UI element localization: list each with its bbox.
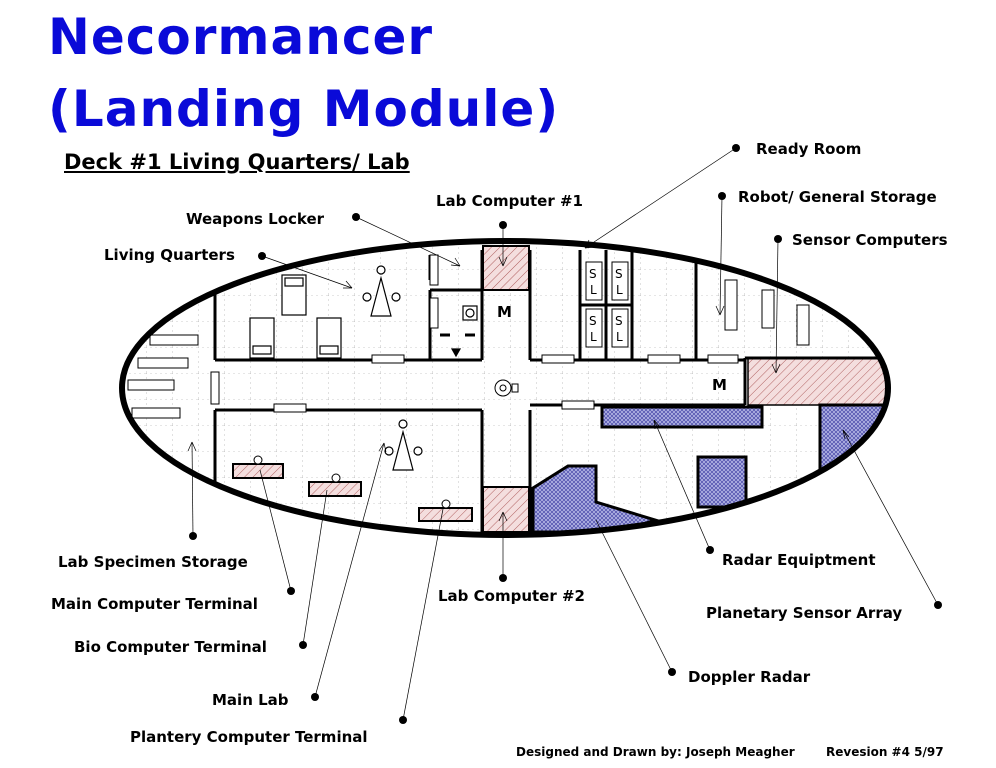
title-line-2: (Landing Module) xyxy=(48,80,560,138)
deck-interior xyxy=(127,245,888,534)
label-radar-equipment: Radar Equiptment xyxy=(722,551,876,569)
label-bio-computer-terminal: Bio Computer Terminal xyxy=(74,638,267,656)
arrow-heads xyxy=(187,239,850,522)
title-line-1: Necormancer xyxy=(48,8,434,66)
terminals xyxy=(232,463,473,522)
sl-s: S xyxy=(615,314,623,328)
ready-room-hatch xyxy=(747,357,888,406)
label-weapons-locker: Weapons Locker xyxy=(186,210,325,228)
label-main-lab: Main Lab xyxy=(212,691,289,709)
radar-cabinet xyxy=(696,455,748,509)
sl-s: S xyxy=(615,267,623,281)
lab-computer-2-block xyxy=(482,486,530,533)
label-lab-computer-2: Lab Computer #2 xyxy=(438,587,585,605)
footer-credit: Designed and Drawn by: Joseph Meagher xyxy=(516,745,795,759)
tables xyxy=(362,265,423,471)
label-ready-room: Ready Room xyxy=(756,140,861,158)
mark-m1: M xyxy=(497,303,512,321)
robot-storage-racks xyxy=(724,279,810,346)
specimen-storage-shelves xyxy=(127,334,199,419)
label-lab-specimen-storage: Lab Specimen Storage xyxy=(58,553,248,571)
sl-l: L xyxy=(590,330,597,344)
label-plantery-computer-terminal: Plantery Computer Terminal xyxy=(130,728,368,746)
label-lab-computer-1: Lab Computer #1 xyxy=(436,192,583,210)
beds xyxy=(249,274,342,359)
terminal-chairs xyxy=(253,455,451,509)
sleep-lockers: S L S L S L S L xyxy=(585,261,629,348)
mark-m2: M xyxy=(712,376,727,394)
label-sensor-computers: Sensor Computers xyxy=(792,231,948,249)
sl-s: S xyxy=(589,267,597,281)
label-doppler-radar: Doppler Radar xyxy=(688,668,811,686)
callout-dots xyxy=(189,144,942,724)
sl-l: L xyxy=(590,283,597,297)
sensor-array-hatch xyxy=(818,403,888,472)
label-main-computer-terminal: Main Computer Terminal xyxy=(51,595,258,613)
hull-outline xyxy=(119,238,891,538)
leader-lines xyxy=(191,147,939,721)
footer-revision: Revesion #4 5/97 xyxy=(826,745,944,759)
callout-labels: Ready Room Robot/ General Storage Sensor… xyxy=(51,140,948,746)
center-hub xyxy=(494,379,519,397)
sl-s: S xyxy=(589,314,597,328)
label-planetary-sensor-array: Planetary Sensor Array xyxy=(706,604,902,622)
doors xyxy=(210,254,739,413)
label-living-quarters: Living Quarters xyxy=(104,246,235,264)
bath-fixtures xyxy=(440,305,478,358)
sl-l: L xyxy=(616,330,623,344)
radar-equipment-block xyxy=(600,405,764,429)
lab-computer-1-block xyxy=(482,245,530,291)
sl-l: L xyxy=(616,283,623,297)
label-robot-storage: Robot/ General Storage xyxy=(738,188,937,206)
deck-subtitle: Deck #1 Living Quarters/ Lab xyxy=(64,150,410,174)
